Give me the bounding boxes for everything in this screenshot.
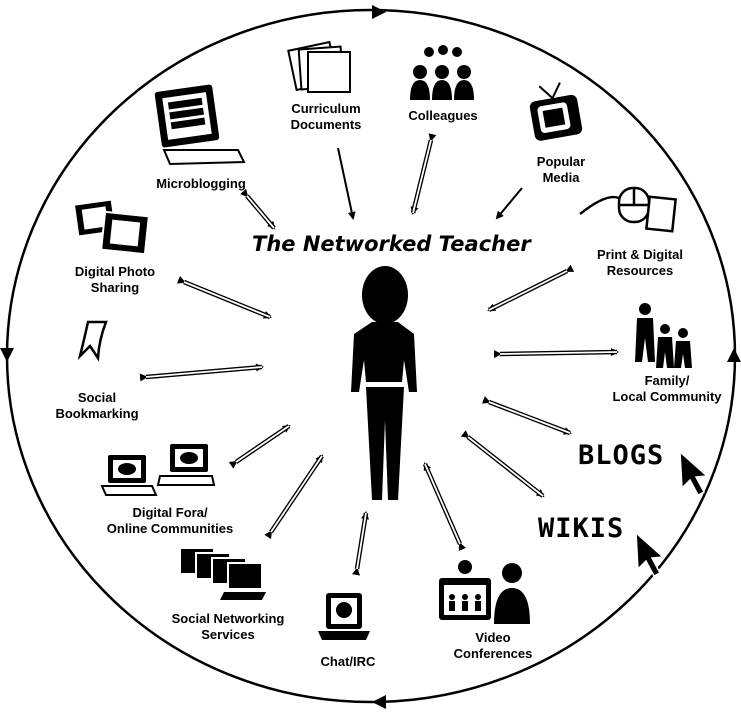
family-icon <box>635 303 692 368</box>
laptops-icon <box>100 444 216 496</box>
cycle-arrow-bottom-icon <box>372 695 386 709</box>
cursor-icon <box>635 450 709 577</box>
chat-laptop-icon <box>318 593 370 640</box>
label-microblogging: Microblogging <box>156 176 246 191</box>
label-curriculum-documents: Curriculum Documents <box>290 101 362 132</box>
label-wikis: WIKIS <box>538 513 625 544</box>
label-social-networking-services: Social Networking Services <box>171 611 285 642</box>
bookmark-icon <box>77 320 108 362</box>
label-video-conferences: Video Conferences <box>453 630 533 661</box>
label-colleagues: Colleagues <box>408 108 478 123</box>
label-chat-irc: Chat/IRC <box>320 654 376 669</box>
networked-computers-icon <box>179 547 266 600</box>
label-popular-media: Popular Media <box>536 154 586 185</box>
people-group-icon <box>410 45 474 100</box>
diagram-title: The Networked Teacher <box>252 232 531 256</box>
cycle-arrow-right-icon <box>727 348 741 362</box>
label-blogs: BLOGS <box>578 440 665 471</box>
monitor-icon <box>154 84 246 166</box>
photos-icon <box>72 198 150 256</box>
arrow-curriculum <box>337 147 356 220</box>
cycle-arrow-top-icon <box>372 5 386 19</box>
label-family-local-community: Family/ Local Community <box>612 373 722 404</box>
cycle-arrow-left-icon <box>0 348 14 362</box>
arrow-popular-media <box>495 187 523 220</box>
computer-mouse-icon <box>579 186 677 233</box>
video-conference-icon <box>439 560 530 624</box>
label-digital-photo-sharing: Digital Photo Sharing <box>74 264 156 295</box>
tv-icon <box>529 82 583 141</box>
teacher-person-icon <box>351 266 417 500</box>
label-social-bookmarking: Social Bookmarking <box>55 390 139 421</box>
label-digital-fora: Digital Fora/ Online Communities <box>106 505 234 536</box>
documents-icon <box>287 40 351 93</box>
label-print-digital-resources: Print & Digital Resources <box>597 247 683 278</box>
